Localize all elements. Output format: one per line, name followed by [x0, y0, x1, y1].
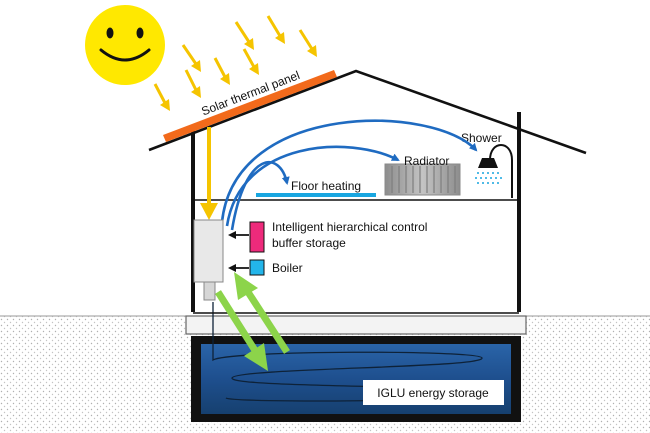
house-outline: [191, 112, 521, 314]
sun-ray: [266, 15, 285, 44]
sun-ray: [213, 57, 230, 85]
radiator-icon: [384, 163, 461, 196]
sun-ray: [298, 29, 317, 57]
solar-panel: [163, 70, 337, 142]
sun-ray: [242, 48, 259, 75]
buffer-storage-icon: [249, 221, 265, 253]
pipe-to-shower: [220, 119, 478, 223]
sun-ray: [153, 83, 170, 111]
flow-arrow-up: [234, 272, 290, 354]
control-label-line2: buffer storage: [272, 236, 346, 250]
shower-label: Shower: [461, 131, 502, 145]
control-label-line1: Intelligent hierarchical control: [272, 220, 427, 234]
storage-label-box: [363, 380, 504, 405]
ground-flow-arrows: [215, 272, 290, 371]
solar-heat-arrow: [200, 127, 218, 220]
control-unit-icon: [193, 219, 224, 301]
shower-head-icon: [475, 144, 513, 198]
flow-arrow-down: [215, 290, 268, 371]
floor-heating-bar: [256, 193, 376, 197]
boiler-label: Boiler: [272, 261, 303, 275]
pipe-to-floor-heating: [230, 160, 290, 231]
radiator-label: Radiator: [404, 154, 449, 168]
sun-ray: [234, 21, 254, 50]
sun-ray: [181, 44, 201, 72]
storage-label: IGLU energy storage: [377, 386, 489, 400]
roof: [148, 69, 587, 155]
supply-pipes: [220, 119, 478, 231]
sun-icon: [85, 5, 165, 85]
boiler-icon: [249, 259, 265, 276]
pipe-to-radiator: [225, 145, 400, 227]
sun-ray: [184, 69, 201, 98]
sun-rays: [153, 15, 317, 111]
floor-heating-label: Floor heating: [291, 179, 361, 193]
